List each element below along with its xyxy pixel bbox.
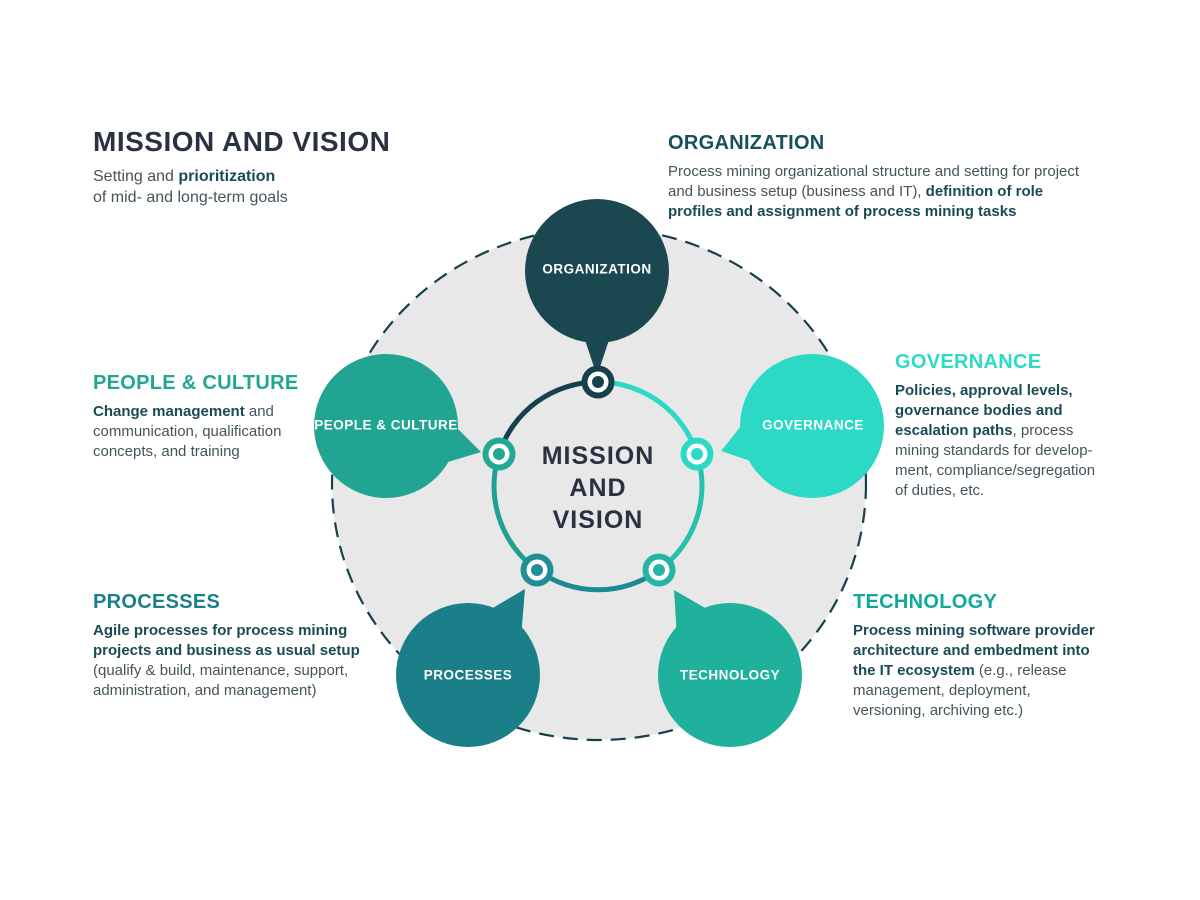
technology-heading: TECHNOLOGY (853, 591, 998, 613)
governance-heading: GOVERNANCE (895, 351, 1042, 373)
governance-section: GOVERNANCE Policies, approval levels, go… (895, 349, 1145, 501)
processes-body: Agile processes for process mining proje… (93, 622, 360, 699)
organization-section: ORGANIZATION Process mining organization… (668, 130, 1138, 222)
processes-section: PROCESSES Agile processes for process mi… (93, 589, 393, 701)
technology-bubble-label: TECHNOLOGY (679, 667, 781, 683)
processes-bubble-label: PROCESSES (423, 667, 513, 683)
governance-body: Policies, approval levels, governance bo… (895, 382, 1096, 499)
organization-bubble-label: ORGANIZATION (542, 261, 652, 277)
ring-node-governance (680, 437, 714, 471)
governance-bubble-label: GOVERNANCE (762, 417, 864, 433)
governance-bubble (740, 354, 884, 498)
technology-body: Process mining software provider archite… (853, 622, 1095, 719)
organization-heading: ORGANIZATION (668, 132, 825, 154)
title-block: MISSION AND VISION Setting and prioritiz… (93, 126, 453, 208)
technology-section: TECHNOLOGY Process mining software provi… (853, 589, 1133, 721)
people-culture-section: PEOPLE & CULTURE Change management and c… (93, 370, 333, 462)
page-subtitle: Setting and prioritization of mid- and l… (93, 168, 288, 206)
processes-heading: PROCESSES (93, 591, 221, 613)
people-culture-bubble (314, 354, 458, 498)
ring-node-technology (642, 553, 676, 587)
ring-node-processes (520, 553, 554, 587)
technology-bubble (658, 603, 802, 747)
organization-body: Process mining organizational structure … (668, 163, 1080, 220)
center-label: MISSION AND VISION (541, 442, 655, 534)
mission-vision-diagram (314, 199, 884, 747)
ring-node-organization (581, 365, 615, 399)
people-culture-body: Change management and communication, qua… (93, 403, 282, 460)
processes-bubble (396, 603, 540, 747)
people-culture-heading: PEOPLE & CULTURE (93, 372, 299, 394)
organization-bubble (525, 199, 669, 343)
ring-node-people-culture (482, 437, 516, 471)
page-title: MISSION AND VISION (93, 126, 391, 157)
people-culture-bubble-label: PEOPLE & CULTURE (314, 417, 458, 433)
